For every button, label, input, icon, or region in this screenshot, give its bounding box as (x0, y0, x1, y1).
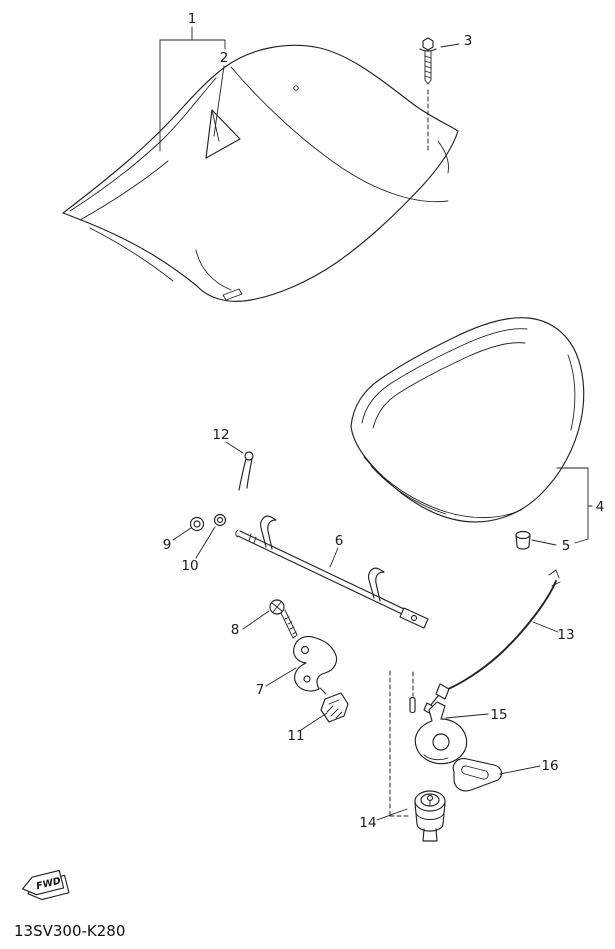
assembly-dashed-lines (389, 670, 414, 817)
callout-7: 7 (256, 682, 265, 698)
pin-drawing (409, 696, 416, 714)
lock-bracket-drawing (414, 701, 468, 765)
callout-11: 11 (287, 728, 304, 744)
callout-12: 12 (212, 427, 229, 443)
callout-1: 1 (188, 11, 197, 27)
callout-3: 3 (464, 33, 473, 49)
clamp-drawing (320, 692, 349, 723)
callout-13: 13 (557, 627, 574, 643)
washer-drawing (189, 516, 205, 532)
screw-drawing (269, 599, 298, 639)
seat-cable-drawing (423, 569, 561, 715)
seat-lock-drawing (414, 790, 446, 842)
callout-6: 6 (335, 533, 344, 549)
seat-lever-drawing (293, 635, 338, 695)
rear-seat-drawing (350, 317, 585, 523)
fwd-arrow-icon: FWD (22, 869, 70, 901)
callout-9: 9 (163, 537, 172, 553)
clip-drawing (238, 451, 254, 491)
callouts: 1 2 3 4 5 6 7 8 9 10 11 12 13 14 15 16 (163, 11, 605, 831)
callout-16: 16 (541, 758, 558, 774)
seat-rod-drawing (235, 515, 429, 629)
front-seat-drawing (62, 44, 459, 302)
callout-5: 5 (562, 538, 571, 554)
bolt-drawing (419, 37, 437, 153)
seat-damper-drawing (515, 530, 531, 550)
callout-10: 10 (181, 558, 198, 574)
leader-lines (159, 26, 593, 821)
rubber-stopper-drawing (452, 758, 503, 792)
collar-drawing (213, 513, 227, 527)
callout-15: 15 (490, 707, 507, 723)
callout-4: 4 (596, 499, 605, 515)
callout-8: 8 (231, 622, 240, 638)
part-code: 13SV300-K280 (14, 922, 125, 940)
callout-14: 14 (359, 815, 376, 831)
callout-2: 2 (220, 50, 229, 66)
